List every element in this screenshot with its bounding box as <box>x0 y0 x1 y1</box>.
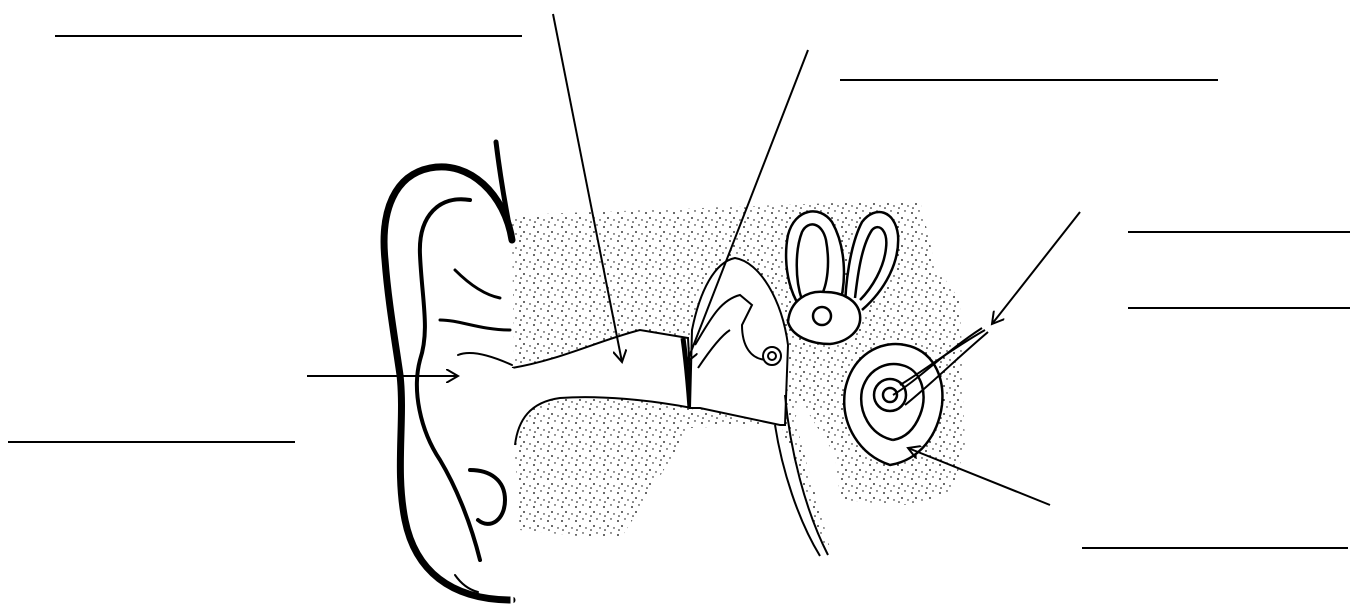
middle-ear <box>688 256 790 426</box>
pointer-auditory-nerve <box>992 211 1081 324</box>
eustachian-tube <box>774 394 829 557</box>
pointer-eardrum <box>687 49 809 362</box>
pointer-cochlea <box>908 448 1051 506</box>
pointer-ear-canal <box>552 13 622 362</box>
ear-canal <box>510 328 694 610</box>
semicircular-canals <box>784 210 900 346</box>
auditory-nerve <box>892 327 989 406</box>
outer-ear <box>380 139 516 604</box>
